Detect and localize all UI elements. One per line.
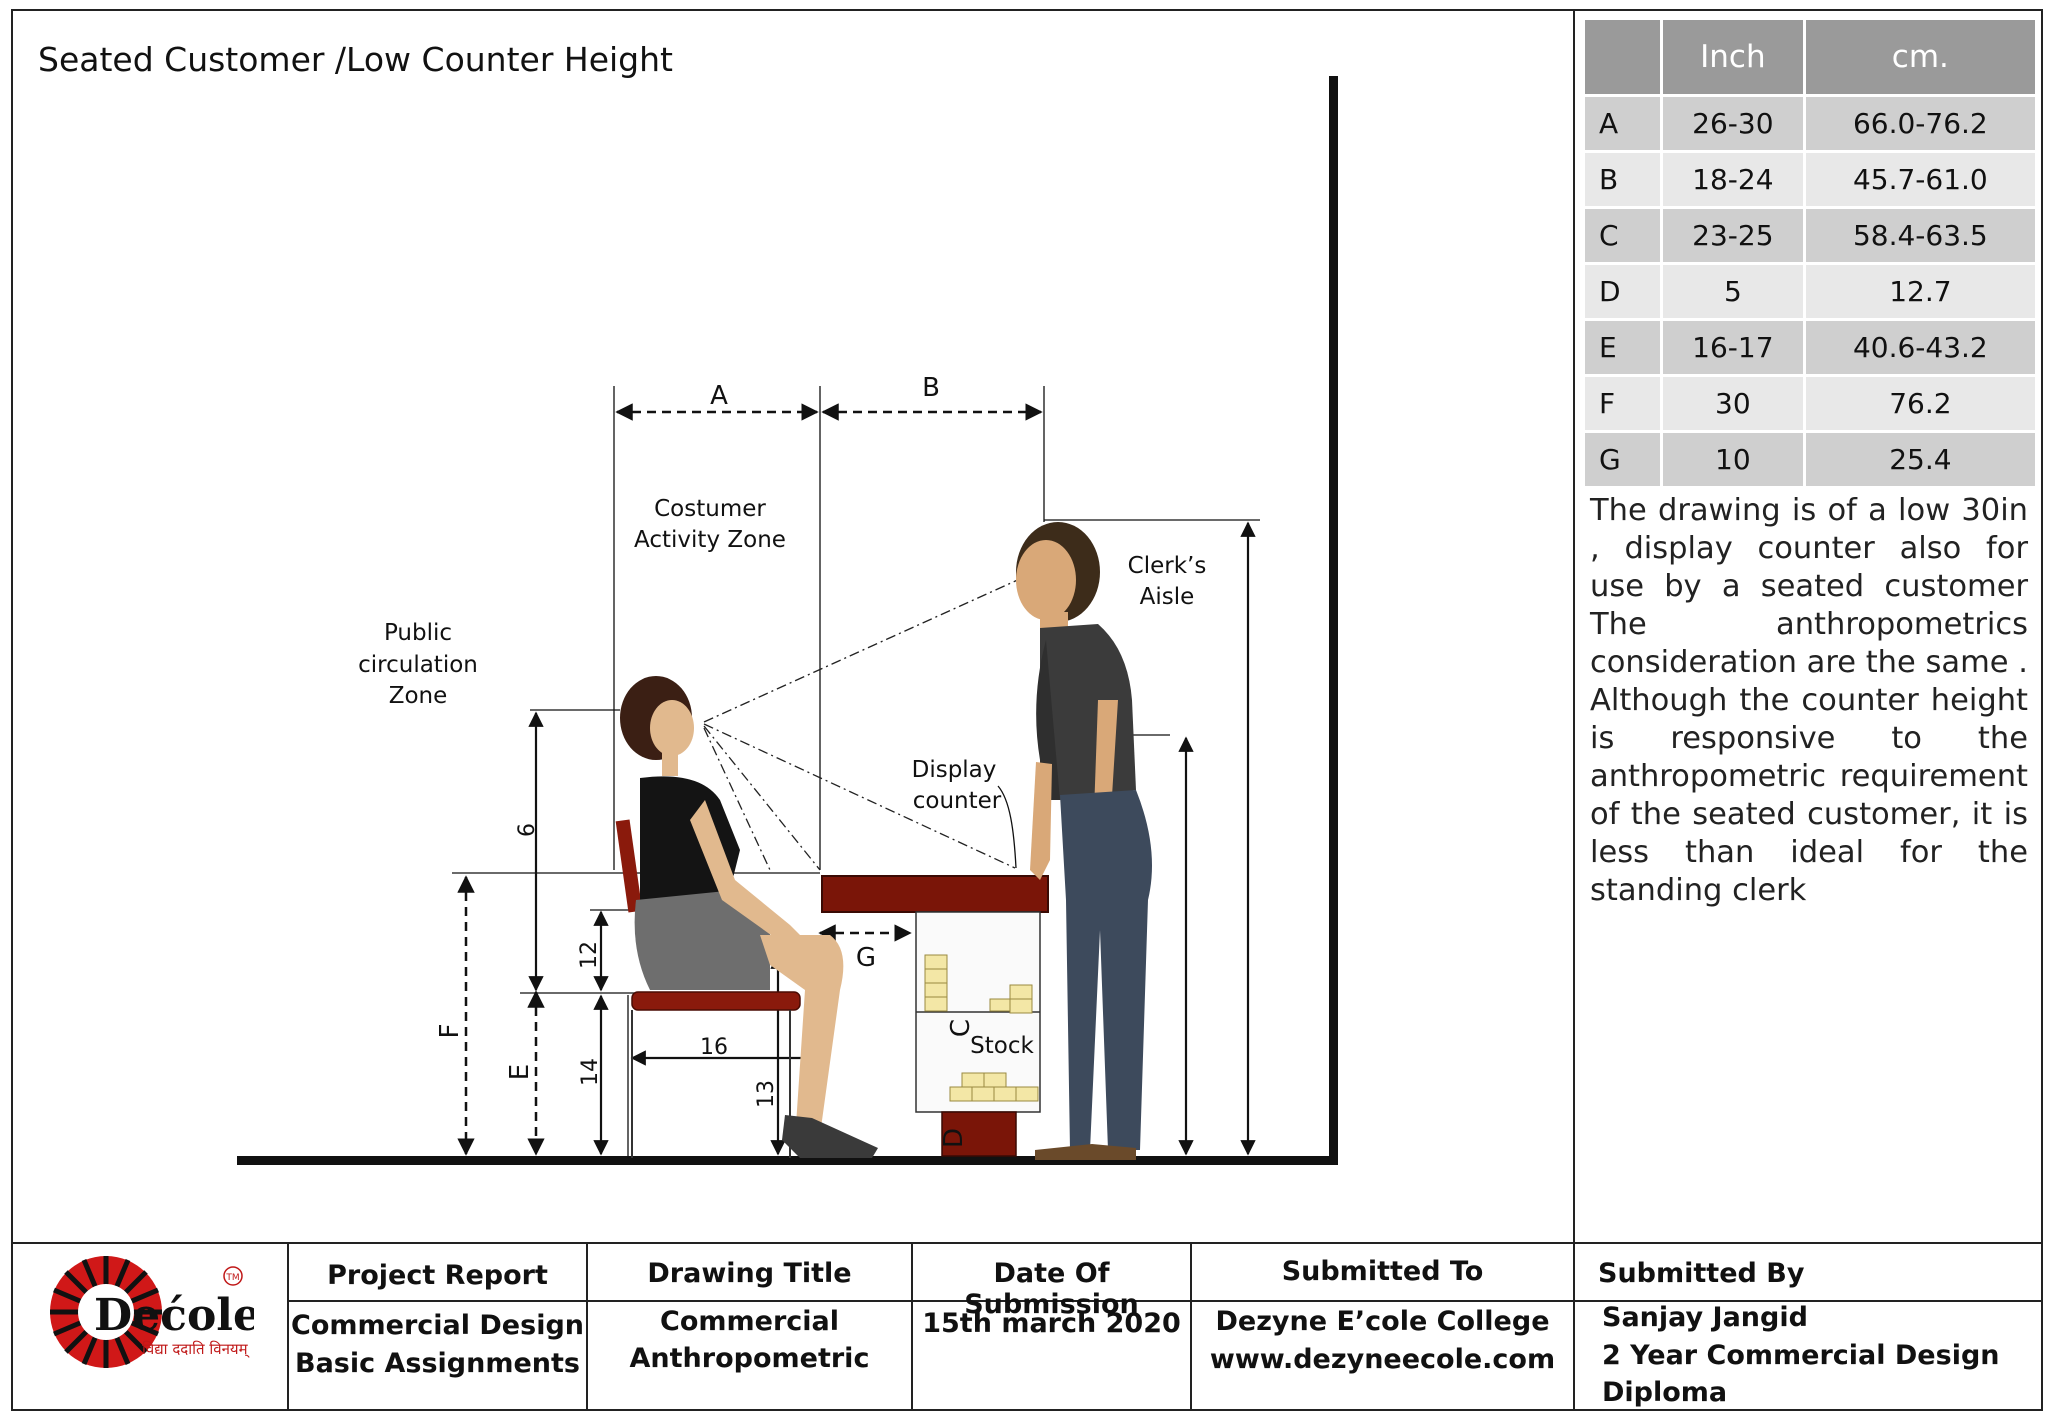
table-cell: 16-17 — [1663, 321, 1803, 374]
submitted-by-line-1: Sanjay Jangid — [1602, 1302, 1808, 1333]
public-zone-label-1: Public — [384, 620, 452, 646]
dimension-6-label: 6 — [515, 823, 540, 837]
anthropometric-drawing: Costumer Activity Zone Public circulatio… — [237, 76, 1338, 1165]
submitted-by-label: Submitted By — [1598, 1258, 1805, 1289]
table-row: A 26-30 66.0-76.2 — [1585, 97, 2035, 150]
footer-col-divider — [586, 1244, 588, 1411]
display-counter-label-1: Display — [912, 757, 997, 783]
drawing-frame — [11, 9, 2043, 1411]
table-cell: 30 — [1663, 377, 1803, 430]
footer-row-divider — [287, 1300, 2043, 1302]
table-cell: 23-25 — [1663, 209, 1803, 262]
clerk-aisle-label-2: Aisle — [1140, 584, 1195, 610]
drawing-title-label: Drawing Title — [647, 1258, 852, 1289]
table-cell: E — [1585, 321, 1660, 374]
table-cell: 58.4-63.5 — [1805, 209, 2035, 262]
dimension-16-label: 16 — [700, 1035, 728, 1060]
submitted-to-label: Submitted To — [1281, 1256, 1484, 1287]
page-title: Seated Customer /Low Counter Height — [38, 40, 673, 79]
clerk-aisle-label-1: Clerk’s — [1128, 553, 1207, 579]
public-zone-label-3: Zone — [389, 683, 448, 709]
project-report-label: Project Report — [327, 1260, 548, 1291]
submitted-to-line-1: Dezyne E’cole College — [1215, 1306, 1550, 1337]
chair — [615, 819, 801, 1158]
activity-zone-label-1: Costumer — [654, 496, 766, 522]
dimension-b-label: B — [922, 373, 940, 403]
table-row: C 23-25 58.4-63.5 — [1585, 209, 2035, 262]
project-report-line-2: Basic Assignments — [294, 1348, 581, 1379]
table-row: E 16-17 40.6-43.2 — [1585, 321, 2035, 374]
wall-line — [1329, 76, 1338, 1165]
floor-line — [237, 1156, 1338, 1165]
table-cell: C — [1585, 209, 1660, 262]
solid-dimensions — [528, 521, 1256, 1156]
table-cell: B — [1585, 153, 1660, 206]
table-cell: 12.7 — [1805, 265, 2035, 318]
description-text: The drawing is of a low 30in , display c… — [1590, 493, 2028, 908]
table-cell: 25.4 — [1805, 433, 2035, 486]
table-header-cell: cm. — [1805, 20, 2035, 94]
table-cell: G — [1585, 433, 1660, 486]
submitted-by-line-2: 2 Year Commercial Design — [1602, 1340, 2000, 1371]
table-row: F 30 76.2 — [1585, 377, 2035, 430]
public-zone-label-2: circulation — [358, 652, 478, 678]
stock-label: Stock — [970, 1033, 1034, 1059]
footer-col-divider — [1190, 1244, 1192, 1411]
dimension-d-label: D — [939, 1128, 969, 1148]
footer-col-divider — [911, 1244, 913, 1411]
drawing-title-line-2: Anthropometric — [629, 1343, 870, 1374]
table-cell: 26-30 — [1663, 97, 1803, 150]
standing-clerk-figure — [1016, 522, 1152, 1160]
sight-lines — [703, 577, 1023, 871]
table-cell: 10 — [1663, 433, 1803, 486]
submitted-to-line-2: www.dezyneecole.com — [1209, 1344, 1556, 1375]
logo-wordmark: Dećole — [94, 1290, 254, 1341]
vertical-divider — [1573, 9, 1575, 1411]
table-header-row: Inch cm. — [1585, 20, 2035, 94]
dimension-14-label: 14 — [578, 1058, 603, 1086]
submitted-by-line-3: Diploma — [1602, 1377, 1728, 1408]
dimension-e-label: E — [505, 1064, 535, 1080]
footer-col-divider — [287, 1244, 289, 1411]
sunburst-icon — [50, 1256, 162, 1368]
activity-zone-label-2: Activity Zone — [634, 527, 786, 553]
table-header-cell — [1585, 20, 1660, 94]
dimension-g-label: G — [856, 943, 876, 973]
dimension-13-label: 13 — [754, 1080, 779, 1108]
dimension-a-label: A — [710, 381, 728, 411]
dimension-f-label: F — [435, 1024, 465, 1039]
table-header-cell: Inch — [1663, 20, 1803, 94]
display-counter-leader — [997, 785, 1017, 869]
table-row: B 18-24 45.7-61.0 — [1585, 153, 2035, 206]
table-cell: A — [1585, 97, 1660, 150]
table-row: G 10 25.4 — [1585, 433, 2035, 486]
display-counter-label-2: counter — [913, 788, 1002, 814]
dimension-table: Inch cm. A 26-30 66.0-76.2 B 18-24 45.7-… — [1582, 17, 2038, 489]
date-value: 15th march 2020 — [922, 1308, 1181, 1339]
stock-boxes — [924, 954, 1039, 1102]
table-cell: 18-24 — [1663, 153, 1803, 206]
dimension-c-label: C — [946, 1019, 976, 1037]
seated-customer-figure — [620, 676, 878, 1158]
table-cell: 76.2 — [1805, 377, 2035, 430]
table-cell: 66.0-76.2 — [1805, 97, 2035, 150]
date-label: Date Of Submission — [964, 1258, 1139, 1320]
table-cell: 5 — [1663, 265, 1803, 318]
footer-divider — [11, 1242, 2043, 1244]
decole-logo: Dećole विद्या ददाति विनयम् TM — [50, 1256, 254, 1368]
dimension-12-label: 12 — [577, 941, 602, 969]
table-cell: D — [1585, 265, 1660, 318]
project-report-line-1: Commercial Design — [291, 1310, 584, 1341]
logo-trademark: TM — [225, 1273, 239, 1283]
table-cell: 45.7-61.0 — [1805, 153, 2035, 206]
stock-base — [941, 1111, 1017, 1157]
table-row: D 5 12.7 — [1585, 265, 2035, 318]
drawing-title-line-1: Commercial — [660, 1306, 839, 1337]
logo-tagline: विद्या ददाति विनयम् — [142, 1340, 250, 1358]
table-cell: F — [1585, 377, 1660, 430]
table-cell: 40.6-43.2 — [1805, 321, 2035, 374]
